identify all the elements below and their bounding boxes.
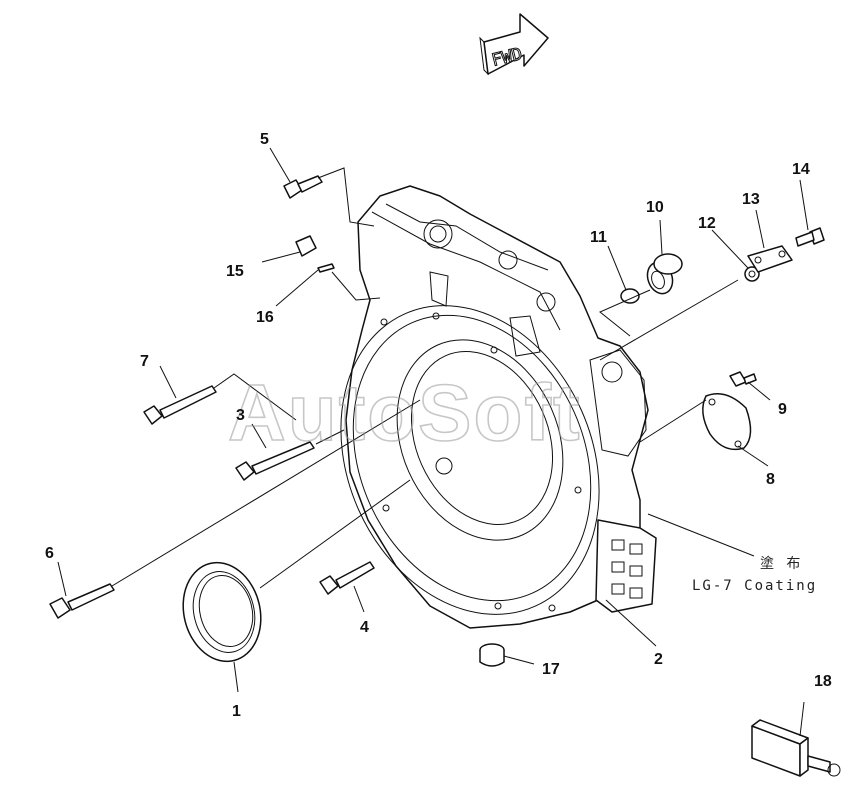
bolt-part-4 — [319, 561, 375, 595]
callout-7: 7 — [140, 353, 149, 370]
pin-part-16 — [317, 263, 335, 273]
bolt-part-6 — [49, 583, 115, 619]
tool-part-18 — [751, 719, 841, 777]
callout-10: 10 — [646, 199, 664, 216]
callout-18: 18 — [814, 673, 832, 690]
bolt-part-9 — [729, 371, 757, 387]
callout-3: 3 — [236, 407, 245, 424]
fwd-arrow-icon: FWD — [479, 13, 549, 76]
callout-11: 11 — [590, 229, 607, 246]
bolt-part-14 — [795, 227, 825, 247]
callout-8: 8 — [766, 471, 775, 488]
callout-6: 6 — [45, 545, 54, 562]
callout-12: 12 — [698, 215, 716, 232]
callout-17: 17 — [542, 661, 560, 678]
callout-1: 1 — [232, 703, 241, 720]
callout-13: 13 — [742, 191, 760, 208]
bolt-part-5 — [283, 175, 323, 199]
bolt-part-3 — [235, 441, 315, 481]
callout-2: 2 — [654, 651, 663, 668]
sleeve-part-10 — [646, 253, 683, 295]
callout-14: 14 — [792, 161, 810, 178]
callout-15: 15 — [226, 263, 244, 280]
watermark: AutoSoft — [228, 368, 582, 457]
coating-note-jp: 塗 布 — [760, 555, 802, 572]
callout-9: 9 — [778, 401, 787, 418]
cap-part-11 — [620, 288, 640, 304]
oil-seal-ring — [182, 561, 262, 663]
coating-note-en: LG-7 Coating — [692, 578, 817, 594]
leader-lines — [57, 147, 809, 737]
callout-16: 16 — [256, 309, 274, 326]
callout-4: 4 — [360, 619, 369, 636]
callout-5: 5 — [260, 131, 269, 148]
washer-part-12 — [744, 266, 760, 282]
plug-part-15 — [295, 235, 317, 257]
bolt-part-7 — [143, 385, 217, 425]
plug-part-17 — [479, 643, 505, 667]
plate-part-13 — [747, 245, 793, 273]
flywheel-housing — [340, 185, 657, 629]
cover-part-8 — [702, 393, 752, 451]
